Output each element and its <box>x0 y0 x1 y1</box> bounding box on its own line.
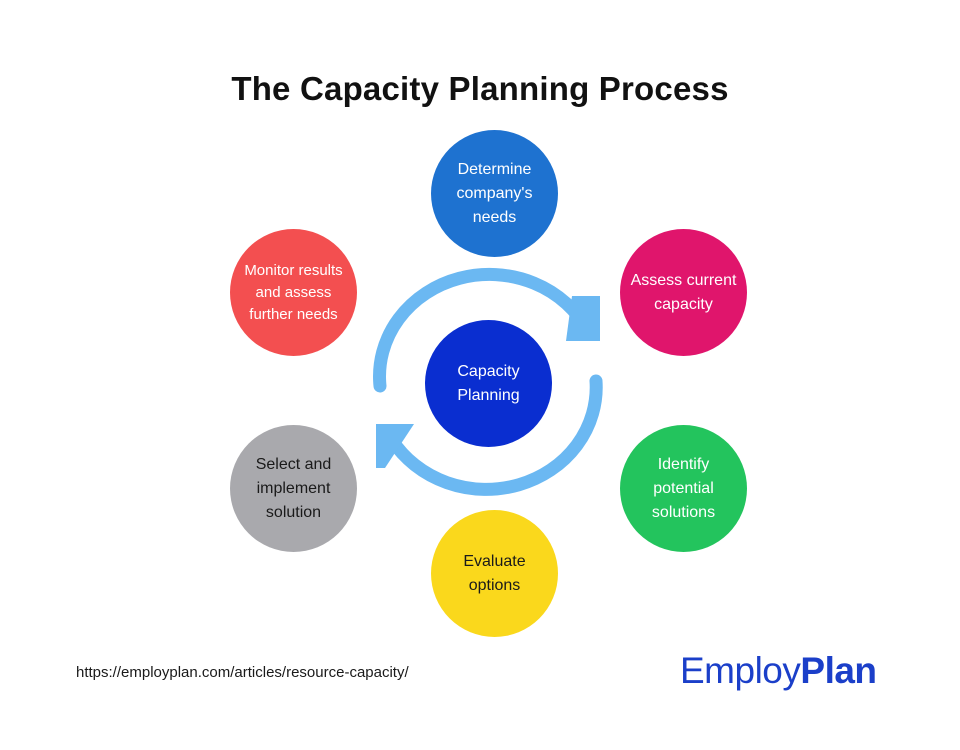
step-determine-needs: Determine company's needs <box>431 130 558 257</box>
lower-arrowhead-icon <box>376 424 414 468</box>
step-evaluate-options: Evaluate options <box>431 510 558 637</box>
step-label: Evaluate options <box>463 552 526 594</box>
step-label: Select and implement solution <box>255 455 332 521</box>
logo-text-plan: Plan <box>800 650 877 691</box>
employplan-logo: EmployPlan <box>680 650 877 692</box>
logo-text-employ: Employ <box>680 650 801 691</box>
step-assess-capacity: Assess current capacity <box>620 229 747 356</box>
upper-arrowhead-icon <box>566 296 600 341</box>
center-node: Capacity Planning <box>425 320 552 447</box>
source-url[interactable]: https://employplan.com/articles/resource… <box>76 664 409 681</box>
diagram-title: The Capacity Planning Process <box>231 70 729 107</box>
step-label: Assess current capacity <box>630 271 737 313</box>
step-label: Monitor results and assess further needs <box>244 261 343 323</box>
upper-cycle-arrow <box>373 267 595 393</box>
lower-cycle-arrow <box>385 374 603 496</box>
center-label: Capacity Planning <box>457 362 520 404</box>
step-label: Determine company's needs <box>456 160 533 226</box>
step-identify-solutions: Identify potential solutions <box>620 425 747 552</box>
step-select-implement: Select and implement solution <box>230 425 357 552</box>
step-label: Identify potential solutions <box>651 455 716 521</box>
step-monitor-results: Monitor results and assess further needs <box>230 229 357 356</box>
